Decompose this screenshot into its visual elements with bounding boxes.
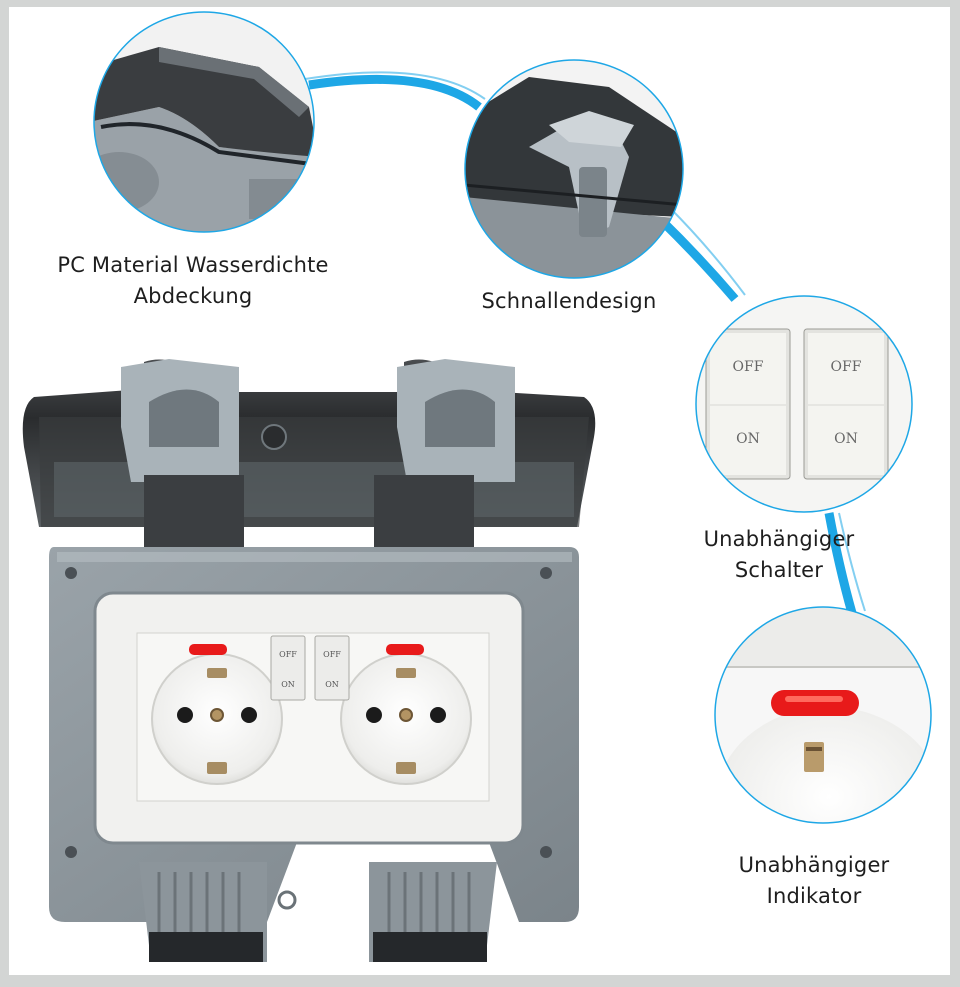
right-switch-off-label: OFF: [323, 650, 341, 659]
switch-label-line1: Unabhängiger: [703, 527, 855, 551]
switch-callout-label: Unabhängiger Schalter: [679, 524, 879, 586]
callout-left-off-label: OFF: [732, 359, 764, 375]
cover-callout-label: PC Material Wasserdichte Abdeckung: [33, 250, 353, 312]
indicator-callout-label: Unabhängiger Indikator: [714, 850, 914, 912]
socket-illustration: [22, 11, 932, 962]
cover-label-line1: PC Material Wasserdichte: [57, 253, 329, 277]
buckle-detail-circle: [464, 59, 684, 279]
switch-label-line2: Schalter: [734, 558, 824, 582]
connector-lines: [304, 71, 866, 615]
buckle-label-line1: Schnallendesign: [481, 289, 657, 313]
callout-right-on-label: ON: [834, 431, 858, 447]
switch-detail-circle: [695, 295, 913, 513]
right-switch-on-label: ON: [325, 680, 339, 689]
indicator-label-line1: Unabhängiger: [738, 853, 890, 877]
indicator-lamp-icon: [771, 690, 859, 716]
callout-left-on-label: ON: [736, 431, 760, 447]
socket-box: [22, 359, 596, 962]
buckle-callout-label: Schnallendesign: [449, 286, 689, 317]
product-image: OFF ON OFF ON OFF ON OFF ON PC Material …: [9, 7, 950, 975]
callout-right-off-label: OFF: [830, 359, 862, 375]
cover-label-line2: Abdeckung: [133, 284, 253, 308]
cover-detail-circle: [93, 11, 315, 233]
left-switch-off-label: OFF: [279, 650, 297, 659]
indicator-label-line2: Indikator: [766, 884, 862, 908]
left-switch-on-label: ON: [281, 680, 295, 689]
